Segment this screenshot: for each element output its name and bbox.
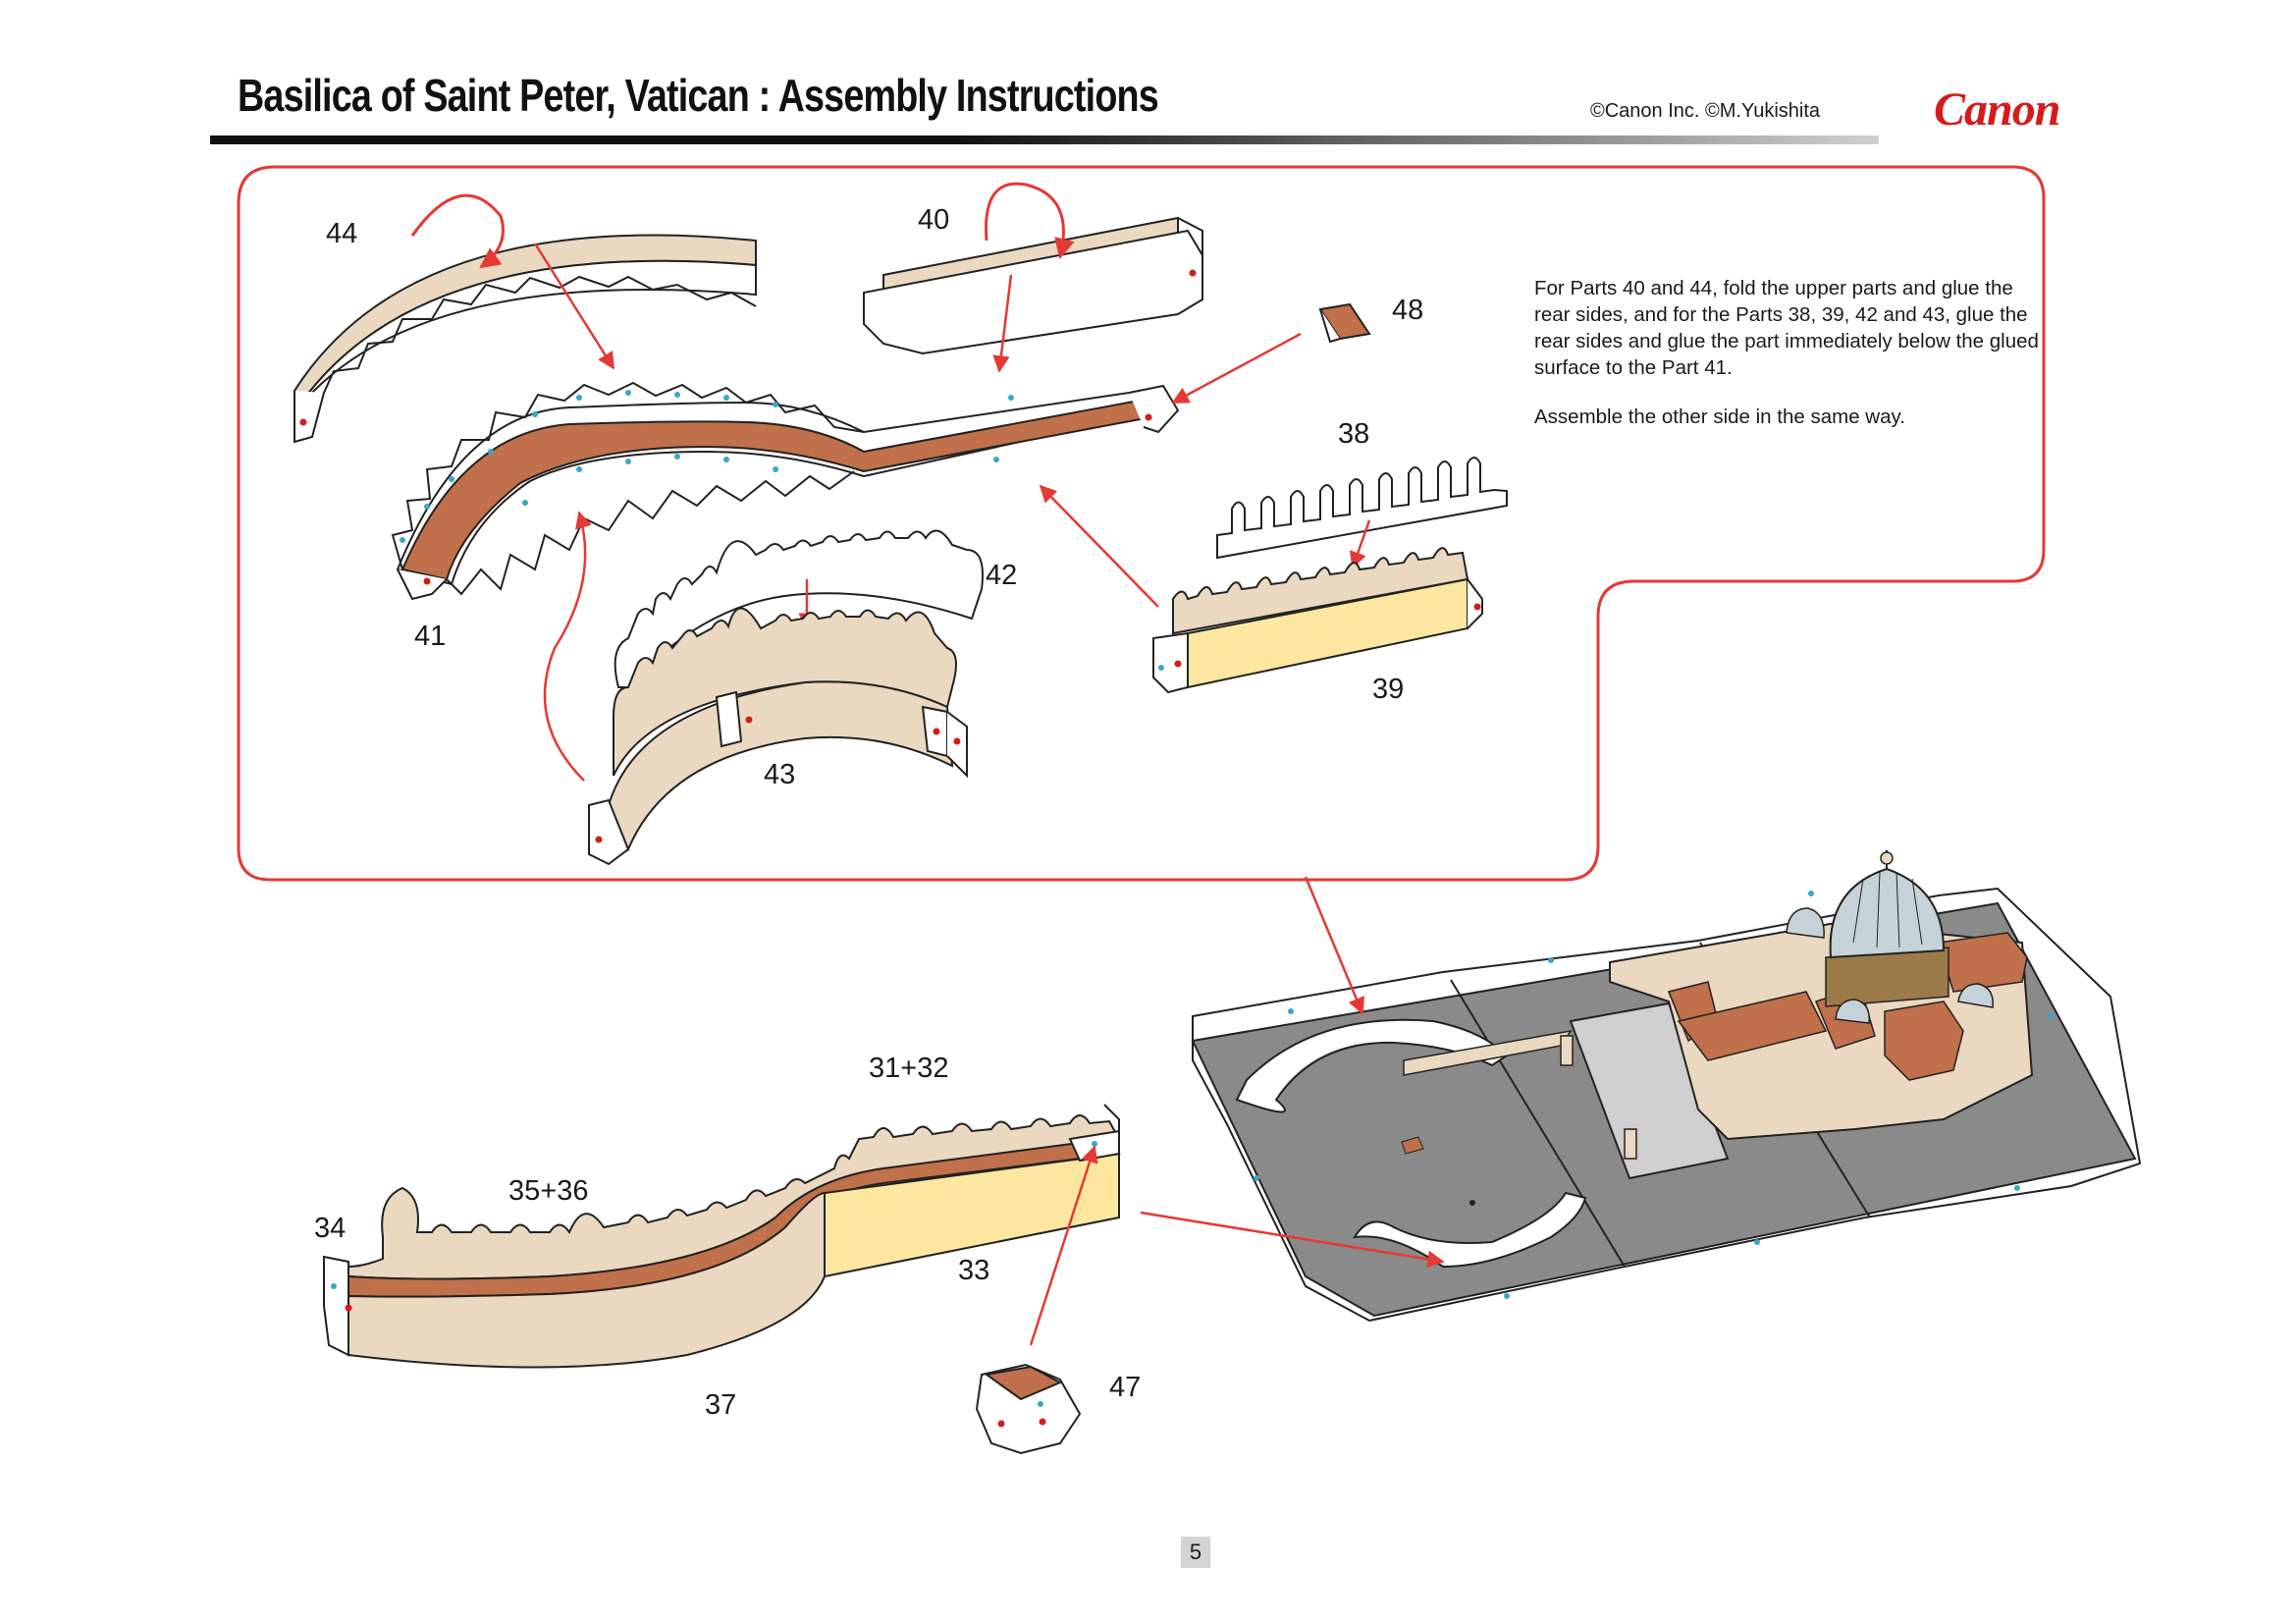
part-label-43: 43 <box>764 759 796 790</box>
part-48-drawing <box>1171 302 1371 405</box>
instructions-paragraph-2: Assemble the other side in the same way. <box>1534 406 1905 428</box>
part-label-40: 40 <box>918 204 950 236</box>
part-43-drawing <box>588 607 968 866</box>
part-38-drawing <box>1216 457 1508 569</box>
copyright-text: ©Canon Inc. ©M.Yukishita <box>1590 100 1821 122</box>
part-label-31-32: 31+32 <box>869 1053 949 1084</box>
page-number: 5 <box>1181 1537 1210 1568</box>
part-label-37: 37 <box>705 1389 737 1421</box>
title-underline <box>210 135 1879 144</box>
part-44-drawing <box>294 193 757 444</box>
assembled-colonnade-drawing <box>323 1104 1121 1369</box>
part-40-drawing <box>863 182 1203 373</box>
part-label-38: 38 <box>1338 418 1370 450</box>
page-title: Basilica of Saint Peter, Vatican : Assem… <box>238 70 1159 121</box>
part-label-34: 34 <box>314 1213 347 1244</box>
instructions-paragraph-1: For Parts 40 and 44, fold the upper part… <box>1534 277 2039 379</box>
part-41-drawing <box>391 243 1180 782</box>
part-label-35-36: 35+36 <box>508 1175 589 1207</box>
basilica-base-model <box>1140 850 2142 1323</box>
canon-logo: Canon <box>1934 83 2060 135</box>
part-label-41: 41 <box>414 621 447 652</box>
instruction-panel-outline <box>237 165 2046 882</box>
part-label-44: 44 <box>326 218 358 249</box>
part-label-39: 39 <box>1372 674 1405 705</box>
part-label-48: 48 <box>1392 295 1424 326</box>
part-39-drawing <box>1039 484 1483 694</box>
part-label-33: 33 <box>958 1255 990 1286</box>
part-label-42: 42 <box>986 560 1018 591</box>
instructions-text-block: For Parts 40 and 44, fold the upper part… <box>1534 275 2045 453</box>
part-47-drawing <box>975 1363 1082 1455</box>
part-label-47: 47 <box>1109 1372 1142 1403</box>
